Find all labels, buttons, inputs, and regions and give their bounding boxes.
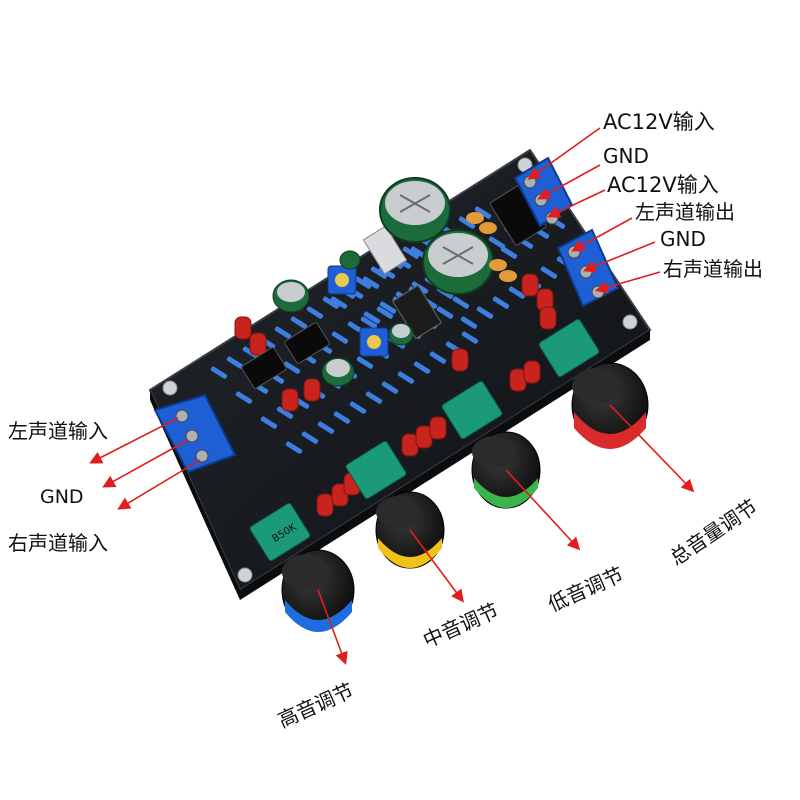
film-capacitor	[451, 348, 469, 372]
ceramic-capacitors	[466, 212, 517, 282]
resistor	[349, 401, 367, 414]
resistor	[460, 316, 478, 329]
annotation-arrows	[89, 127, 695, 665]
label-left-channel-output: 左声道输出	[635, 200, 735, 224]
voltage-regulators	[362, 225, 443, 340]
resistor	[290, 316, 308, 329]
resistor	[354, 276, 372, 289]
resistor	[274, 326, 292, 339]
resistor	[402, 246, 420, 259]
resistor	[376, 306, 394, 319]
resistor	[474, 206, 492, 219]
film-capacitor	[281, 388, 299, 412]
label-treble-adjust: 高音调节	[274, 678, 357, 732]
resistor	[363, 311, 381, 324]
resistor	[322, 296, 340, 309]
label-ac12v-input-2: AC12V输入	[607, 173, 719, 197]
resistor	[301, 431, 319, 444]
film-capacitor	[523, 360, 541, 384]
film-capacitors	[234, 273, 557, 517]
input-terminal	[153, 393, 237, 474]
resistor	[397, 371, 415, 384]
label-bass-adjust: 低音调节	[544, 562, 627, 616]
resistor	[333, 411, 351, 424]
resistor	[306, 306, 324, 319]
film-capacitor	[303, 378, 321, 402]
trimmer-pots	[327, 265, 389, 357]
resistor	[285, 441, 303, 454]
film-capacitor	[234, 316, 252, 340]
resistor	[283, 361, 301, 374]
resistor	[362, 276, 380, 289]
ic-chips	[241, 184, 547, 389]
resistor	[370, 266, 388, 279]
resistor	[540, 266, 558, 279]
label-gnd-2: GND	[660, 227, 706, 251]
master-volume-knob[interactable]	[538, 318, 649, 449]
electrolytic-capacitors	[272, 177, 494, 387]
label-right-channel-input: 右声道输入	[8, 531, 108, 555]
resistor	[210, 366, 228, 379]
resistor	[381, 381, 399, 394]
film-capacitor	[249, 332, 267, 356]
resistor	[436, 306, 454, 319]
resistor	[276, 406, 294, 419]
resistor	[365, 391, 383, 404]
resistor	[413, 361, 431, 374]
resistor	[331, 331, 349, 344]
film-capacitor	[539, 306, 557, 330]
resistor	[360, 316, 378, 329]
resistor	[461, 331, 479, 344]
film-capacitor	[521, 273, 539, 297]
label-mid-adjust: 中音调节	[419, 598, 502, 652]
label-right-channel-output: 右声道输出	[663, 257, 763, 281]
resistor	[330, 296, 348, 309]
resistor	[488, 236, 506, 249]
label-gnd-1: GND	[603, 144, 649, 168]
resistor	[508, 286, 526, 299]
film-capacitor	[429, 416, 447, 440]
resistor	[500, 246, 518, 259]
resistor	[452, 296, 470, 309]
resistor	[476, 306, 494, 319]
label-left-channel-input: 左声道输入	[8, 419, 108, 443]
resistor	[235, 391, 253, 404]
label-master-volume-adjust: 总音量调节	[665, 494, 761, 570]
resistor	[317, 421, 335, 434]
resistor	[226, 356, 244, 369]
resistor	[260, 416, 278, 429]
resistor	[458, 216, 476, 229]
resistor	[379, 301, 397, 314]
resistor	[492, 296, 510, 309]
resistor	[429, 351, 447, 364]
label-ac12v-input-1: AC12V输入	[603, 110, 715, 134]
label-gnd-input: GND	[40, 486, 84, 508]
film-capacitor	[316, 493, 334, 517]
resistor	[356, 356, 374, 369]
